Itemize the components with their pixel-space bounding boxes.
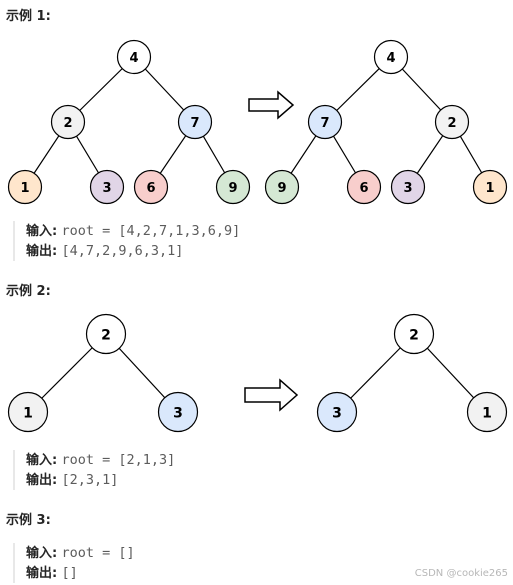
node-value: 6 [359,181,368,196]
output-line: 输出: [] [26,563,506,583]
node-value: 7 [320,116,329,131]
output-label: 输出: [26,566,58,581]
tree-node: 7 [177,104,213,140]
example-1-tree-diagram: 4 2 7 1 3 6 9 4 7 2 9 6 [7,39,508,205]
node-value: 2 [63,116,72,131]
example-1-title: 示例 1: [6,9,51,24]
tree-node: 6 [346,169,382,205]
tree-node: 3 [390,169,426,205]
node-value: 9 [228,181,237,196]
tree-node: 2 [85,313,127,355]
tree-node: 3 [316,391,358,433]
input-label: 输入: [26,546,58,561]
tree-node: 9 [215,169,251,205]
node-value: 6 [146,181,155,196]
example-2-tree-diagram: 2 1 3 2 3 1 [7,313,508,433]
node-value: 4 [386,51,395,66]
node-value: 3 [403,181,412,196]
node-value: 7 [190,116,199,131]
example-3-code-block: 输入: root = [] 输出: [] [13,543,506,583]
output-value: [2,3,1] [61,472,119,488]
example-2-code-block: 输入: root = [2,1,3] 输出: [2,3,1] [13,450,506,490]
input-label: 输入: [26,224,58,239]
tree-node: 2 [393,313,435,355]
node-value: 3 [173,406,183,422]
tree-node: 4 [373,39,409,75]
example-1-code-block: 输入: root = [4,2,7,1,3,6,9] 输出: [4,7,2,9,… [13,221,506,261]
input-line: 输入: root = [4,2,7,1,3,6,9] [26,221,506,241]
output-line: 输出: [2,3,1] [26,470,506,490]
output-value: [] [61,565,78,581]
watermark: CSDN @cookie265 [414,568,508,579]
node-value: 1 [485,181,494,196]
node-value: 1 [23,406,33,422]
node-value: 1 [482,406,492,422]
output-label: 输出: [26,473,58,488]
node-value: 4 [129,51,138,66]
node-value: 2 [101,328,111,344]
node-value: 2 [409,328,419,344]
right-arrow-icon [248,90,295,120]
input-label: 输入: [26,453,58,468]
right-arrow-icon [244,378,299,412]
node-value: 3 [102,181,111,196]
tree-node: 3 [157,391,199,433]
output-value: [4,7,2,9,6,3,1] [61,243,184,259]
tree-node: 1 [7,391,49,433]
example-2-title: 示例 2: [6,284,51,299]
output-line: 输出: [4,7,2,9,6,3,1] [26,241,506,261]
input-value: root = [2,1,3] [61,452,176,468]
input-value: root = [] [61,545,135,561]
node-value: 9 [277,181,286,196]
input-line: 输入: root = [] [26,543,506,563]
node-value: 1 [20,181,29,196]
example-3-title: 示例 3: [6,513,51,528]
tree-node: 3 [89,169,125,205]
tree-node: 9 [264,169,300,205]
tree-node: 1 [466,391,508,433]
tree-node: 7 [307,104,343,140]
input-value: root = [4,2,7,1,3,6,9] [61,223,241,239]
tree-node: 1 [472,169,508,205]
tree-node: 2 [50,104,86,140]
tree-node: 4 [116,39,152,75]
tree-node: 6 [133,169,169,205]
tree-node: 1 [7,169,43,205]
tree-node: 2 [434,104,470,140]
input-line: 输入: root = [2,1,3] [26,450,506,470]
output-label: 输出: [26,244,58,259]
node-value: 2 [447,116,456,131]
node-value: 3 [332,406,342,422]
